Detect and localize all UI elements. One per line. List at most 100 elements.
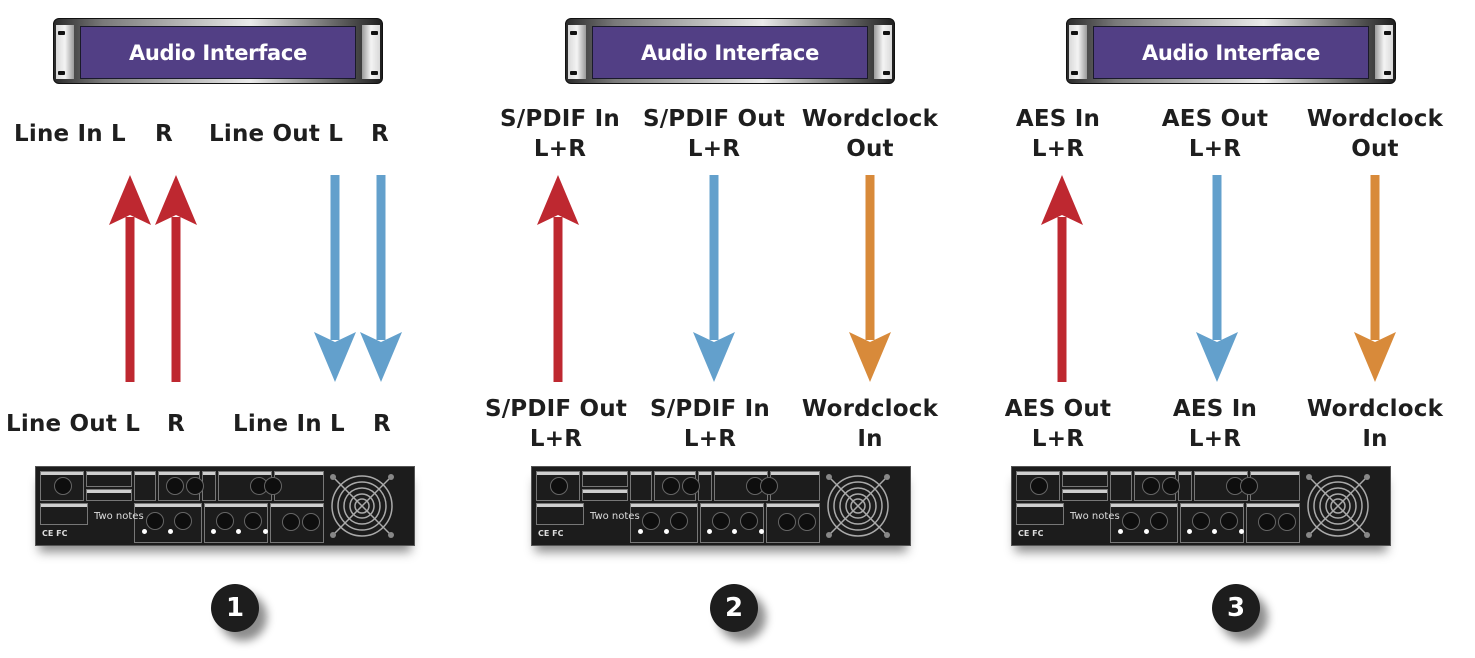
section-header-strip — [219, 472, 271, 475]
arrow-in-up — [155, 175, 197, 382]
section-header-strip — [583, 472, 627, 475]
power-section — [1016, 471, 1060, 501]
connector-jack — [264, 477, 282, 495]
audio-interface-label: Audio Interface — [1093, 26, 1369, 79]
section-header-strip — [701, 504, 763, 507]
analog-inputs-section — [700, 503, 764, 543]
label-line-1: Wordclock — [801, 106, 939, 132]
indicator-led — [1144, 529, 1149, 534]
arrow-head — [849, 332, 891, 382]
connector-jack — [186, 477, 204, 495]
section-header-strip — [1251, 472, 1299, 475]
rack-ear-left — [56, 25, 74, 79]
bottom-label-line-out-l: Line Out L — [6, 411, 141, 437]
connector-jack — [1162, 477, 1180, 495]
top-label-spdif-out: S/PDIF Out L+R — [634, 104, 794, 164]
section-header-strip — [1135, 472, 1175, 475]
arrow-shaft — [865, 175, 875, 340]
rack-screw-hole — [883, 31, 890, 35]
top-label-line-in-l: Line In L — [14, 121, 126, 147]
arrow-shaft — [125, 217, 135, 382]
section-header-strip — [1247, 504, 1299, 507]
section-header-strip — [1063, 472, 1107, 475]
bottom-label-spdif-out: S/PDIF Out L+R — [476, 394, 636, 454]
section-header-strip — [771, 472, 819, 475]
section-header-strip — [159, 472, 199, 475]
connector-jack — [244, 512, 262, 530]
bottom-label-line-out-r: R — [167, 411, 185, 437]
section-header-strip — [1017, 472, 1059, 475]
connector-jack — [1258, 513, 1276, 531]
section-header-strip — [41, 504, 87, 507]
indicator-led — [707, 529, 712, 534]
brand-logo: Two notes — [590, 511, 640, 522]
brand-logo: Two notes — [1070, 511, 1120, 522]
top-label-line-out-l: Line Out L — [209, 121, 344, 147]
rack-screw-hole — [570, 31, 577, 35]
speaker-section — [766, 503, 820, 543]
connector-jack — [662, 477, 680, 495]
cooling-fan-icon — [330, 474, 394, 538]
section-header-strip — [1195, 472, 1247, 475]
arrow-shaft — [1057, 217, 1067, 382]
label-line-1: AES In — [1015, 106, 1101, 132]
rack-ear-right — [874, 25, 892, 79]
section-header-strip — [631, 472, 651, 475]
top-label-wordclock-out: Wordclock Out — [1295, 104, 1455, 164]
section-header-strip — [715, 472, 767, 475]
connector-wiring-section — [86, 489, 132, 501]
section-header-strip — [203, 472, 215, 475]
label-line-2: Out — [846, 136, 894, 162]
sync-section — [630, 471, 652, 501]
section-header-strip — [583, 490, 627, 493]
section-header-strip — [1111, 504, 1177, 507]
section-header-strip — [135, 504, 201, 507]
label-line-2: L+R — [1188, 426, 1242, 452]
connector-jack — [216, 512, 234, 530]
bottom-label-wordclock-in: Wordclock In — [790, 394, 950, 454]
connector-jack — [1220, 512, 1238, 530]
label-line-2: L+R — [687, 136, 741, 162]
section-header-strip — [537, 472, 579, 475]
connector-jack — [642, 512, 660, 530]
indicator-led — [142, 529, 147, 534]
arrow-head — [1354, 332, 1396, 382]
section-header-strip — [1179, 472, 1191, 475]
arrow-shaft — [376, 175, 386, 340]
arrow-out-down — [693, 175, 735, 382]
label-line-1: S/PDIF In — [650, 396, 770, 422]
section-header-strip — [271, 504, 323, 507]
section-header-strip — [87, 472, 131, 475]
bottom-label-line-in-r: R — [373, 411, 391, 437]
label-line-2: L+R — [1031, 136, 1085, 162]
label-line-2: L+R — [1031, 426, 1085, 452]
setup-number-badge: 2 — [710, 584, 758, 632]
label-line-1: Wordclock — [1306, 106, 1444, 132]
arrow-head — [155, 175, 197, 225]
bottom-label-spdif-in: S/PDIF In L+R — [630, 394, 790, 454]
indicator-led — [1239, 529, 1244, 534]
label-line-1: AES Out — [1161, 106, 1269, 132]
rack-screw-hole — [1071, 31, 1078, 35]
label-line-1: Wordclock — [801, 396, 939, 422]
arrow-clock-down — [849, 175, 891, 382]
indicator-led — [1118, 529, 1123, 534]
indicator-led — [263, 529, 268, 534]
arrow-head — [1041, 175, 1083, 225]
cooling-fan-icon — [1306, 474, 1370, 538]
top-label-aes-in: AES In L+R — [978, 104, 1138, 164]
connector-jack — [1150, 512, 1168, 530]
arrow-in-up — [1041, 175, 1083, 382]
label-line-1: S/PDIF Out — [484, 396, 628, 422]
rack-ear-left — [568, 25, 586, 79]
connector-jack — [1240, 477, 1258, 495]
rack-screw-hole — [883, 71, 890, 75]
rack-screw-hole — [1384, 71, 1391, 75]
section-header-strip — [205, 504, 267, 507]
analog-inputs-section — [204, 503, 268, 543]
section-header-strip — [87, 490, 131, 493]
